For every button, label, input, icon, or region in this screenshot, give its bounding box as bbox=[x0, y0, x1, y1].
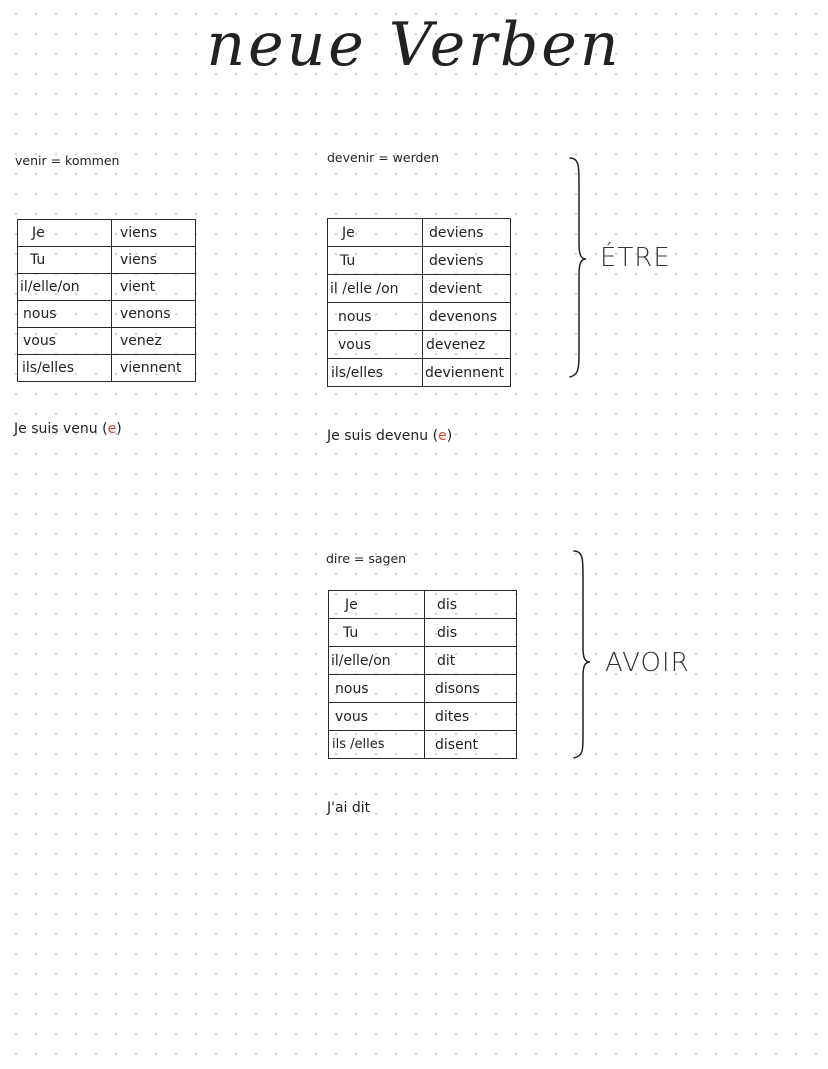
pronoun-cell: nous bbox=[328, 674, 425, 703]
verb-form-cell: viens bbox=[111, 219, 196, 247]
pronoun-cell: Tu bbox=[327, 246, 423, 275]
devenir-conjugation-table: Je deviens Tu deviens il /elle /on devie… bbox=[327, 218, 511, 387]
table-row: ils/elles viennent bbox=[17, 354, 196, 382]
pronoun-cell: il/elle/on bbox=[328, 646, 425, 675]
dire-passe-compose: J'ai dit bbox=[327, 800, 371, 816]
verb-form-cell: venons bbox=[111, 300, 196, 328]
pronoun-cell: nous bbox=[17, 300, 112, 328]
table-row: ils /elles disent bbox=[328, 730, 517, 759]
perfect-text: Je suis devenu ( bbox=[327, 428, 439, 444]
avoir-brace-icon bbox=[573, 550, 591, 759]
verb-form-cell: dis bbox=[424, 590, 517, 619]
pronoun-cell: il /elle /on bbox=[327, 274, 423, 303]
perfect-closing: ) bbox=[446, 428, 453, 444]
pronoun-cell: il/elle/on bbox=[17, 273, 112, 301]
table-row: nous disons bbox=[328, 674, 517, 703]
table-row: Je deviens bbox=[327, 218, 511, 247]
table-row: Tu viens bbox=[17, 246, 196, 274]
feminine-agreement-marker: e bbox=[107, 421, 117, 437]
pronoun-cell: ils/elles bbox=[17, 354, 112, 382]
verb-form-cell: deviennent bbox=[422, 358, 511, 387]
pronoun-cell: vous bbox=[17, 327, 112, 355]
verb-form-cell: viens bbox=[111, 246, 196, 274]
pronoun-cell: Je bbox=[17, 219, 112, 247]
devenir-passe-compose: Je suis devenu (e) bbox=[327, 428, 452, 444]
verb-form-cell: viennent bbox=[111, 354, 196, 382]
table-row: vous dites bbox=[328, 702, 517, 731]
perfect-closing: ) bbox=[116, 421, 122, 437]
dire-conjugation-table: Je dis Tu dis il/elle/on dit nous disons… bbox=[328, 590, 517, 759]
table-row: il/elle/on dit bbox=[328, 646, 517, 675]
table-row: Je dis bbox=[328, 590, 517, 619]
table-row: Tu dis bbox=[328, 618, 517, 647]
pronoun-cell: ils /elles bbox=[328, 730, 425, 759]
table-row: il/elle/on vient bbox=[17, 273, 196, 301]
table-row: nous venons bbox=[17, 300, 196, 328]
venir-definition: venir = kommen bbox=[15, 153, 120, 168]
table-row: il /elle /on devient bbox=[327, 274, 511, 303]
verb-form-cell: vient bbox=[111, 273, 196, 301]
verb-form-cell: deviens bbox=[422, 218, 511, 247]
etre-brace-icon bbox=[569, 157, 587, 378]
verb-form-cell: dit bbox=[424, 646, 517, 675]
table-row: vous devenez bbox=[327, 330, 511, 359]
table-row: ils/elles deviennent bbox=[327, 358, 511, 387]
pronoun-cell: Je bbox=[327, 218, 423, 247]
pronoun-cell: ils/elles bbox=[327, 358, 423, 387]
pronoun-cell: vous bbox=[327, 330, 423, 359]
pronoun-cell: nous bbox=[327, 302, 423, 331]
table-row: vous venez bbox=[17, 327, 196, 355]
feminine-agreement-marker: e bbox=[438, 428, 447, 444]
page-title: neue Verben bbox=[206, 10, 622, 80]
table-row: Je viens bbox=[17, 219, 196, 247]
avoir-auxiliary-label: AVOIR bbox=[605, 648, 690, 678]
dire-definition: dire = sagen bbox=[326, 551, 407, 566]
venir-conjugation-table: Je viens Tu viens il/elle/on vient nous … bbox=[17, 219, 196, 382]
verb-form-cell: devenons bbox=[422, 302, 511, 331]
pronoun-cell: vous bbox=[328, 702, 425, 731]
verb-form-cell: devient bbox=[422, 274, 511, 303]
verb-form-cell: venez bbox=[111, 327, 196, 355]
verb-form-cell: devenez bbox=[422, 330, 511, 359]
verb-form-cell: dis bbox=[424, 618, 517, 647]
verb-form-cell: disent bbox=[424, 730, 517, 759]
verb-form-cell: disons bbox=[424, 674, 517, 703]
devenir-definition: devenir = werden bbox=[327, 150, 440, 165]
verb-form-cell: dites bbox=[424, 702, 517, 731]
perfect-text: Je suis venu ( bbox=[14, 421, 108, 437]
venir-passe-compose: Je suis venu (e) bbox=[14, 421, 122, 437]
pronoun-cell: Je bbox=[328, 590, 425, 619]
verb-form-cell: deviens bbox=[422, 246, 511, 275]
pronoun-cell: Tu bbox=[17, 246, 112, 274]
pronoun-cell: Tu bbox=[328, 618, 425, 647]
table-row: Tu deviens bbox=[327, 246, 511, 275]
table-row: nous devenons bbox=[327, 302, 511, 331]
etre-auxiliary-label: ÉTRE bbox=[600, 243, 671, 273]
